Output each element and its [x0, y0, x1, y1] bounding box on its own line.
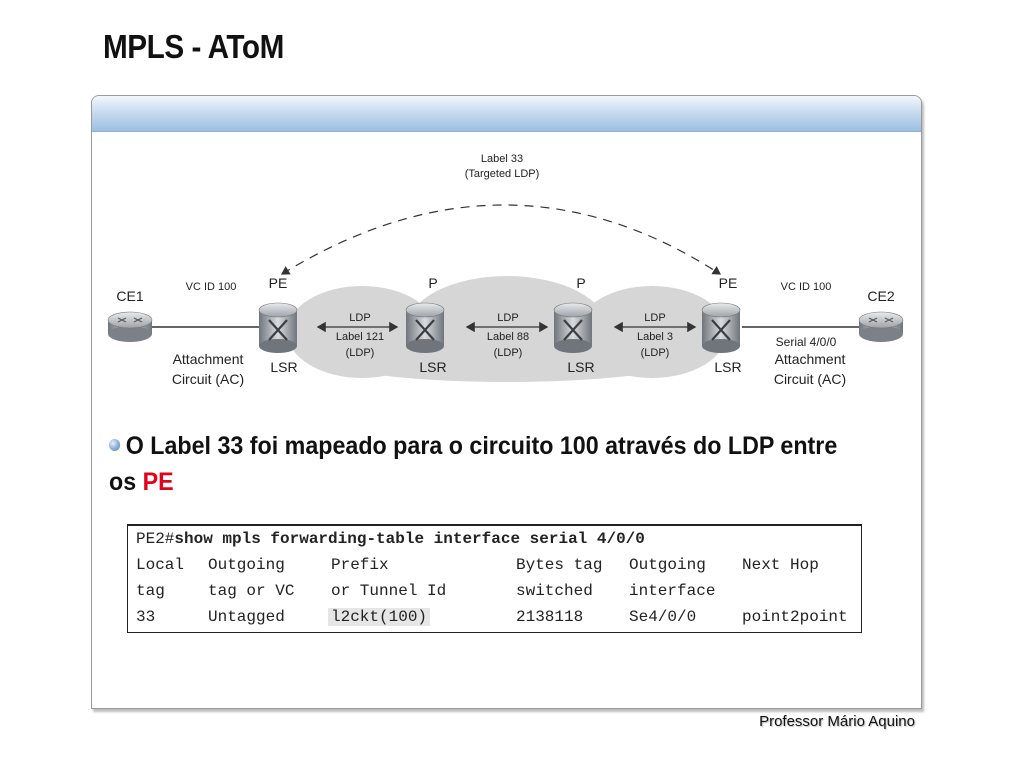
cli-cell-prefix-wrap: l2ckt(100): [328, 604, 431, 630]
attachment-left-line2: Circuit (AC): [172, 371, 244, 387]
link1-label-proto: (LDP): [346, 347, 375, 359]
pe-left-lsr-icon: [258, 302, 298, 353]
cli-header-row-2: tag tag or VC or Tunnel Id switched inte…: [136, 578, 856, 604]
cli-col-outgoing-interface: Outgoing: [629, 556, 706, 574]
attachment-right-line1: Attachment: [775, 351, 846, 367]
p-left-lsr-icon: [405, 302, 445, 353]
lsr-label-1: LSR: [270, 359, 297, 375]
cli-cell-next-hop: point2point: [742, 608, 848, 626]
cli-col-local: Local: [136, 556, 185, 574]
attachment-left-line1: Attachment: [173, 351, 244, 367]
cli-col-outgoing-interface-sub: interface: [629, 582, 716, 600]
cli-cell-interface: Se4/0/0: [629, 608, 697, 626]
cli-output-box: PE2#show mpls forwarding-table interface…: [127, 524, 862, 633]
bullet-text-highlight: PE: [142, 468, 174, 496]
link1-label-ldp: LDP: [349, 312, 370, 324]
content-frame: Label 33 (Targeted LDP) LDP Label 121 (L…: [91, 95, 922, 709]
cli-command: show mpls forwarding-table interface ser…: [174, 530, 645, 548]
lsr-label-2: LSR: [419, 359, 446, 375]
link2-label-proto: (LDP): [494, 347, 523, 359]
vc-id-left-label: VC ID 100: [186, 281, 237, 293]
serial-interface-label: Serial 4/0/0: [776, 335, 837, 349]
ce2-label: CE2: [867, 288, 894, 304]
top-label-line1: Label 33: [481, 153, 523, 165]
link3-label-proto: (LDP): [641, 347, 670, 359]
frame-header-bar: [92, 96, 921, 132]
link2-label-ldp: LDP: [497, 312, 518, 324]
link1-label-value: Label 121: [336, 331, 384, 343]
cli-cell-bytes: 2138118: [516, 608, 584, 626]
pe-left-label: PE: [269, 275, 288, 291]
attachment-right-line2: Circuit (AC): [774, 371, 846, 387]
cli-col-next-hop: Next Hop: [742, 556, 819, 574]
top-label-line2: (Targeted LDP): [465, 168, 540, 180]
ce1-label: CE1: [116, 288, 143, 304]
link3-label-value: Label 3: [637, 331, 673, 343]
cli-header-row-1: Local Outgoing Prefix Bytes tag Outgoing…: [136, 552, 856, 578]
cli-col-outgoing-tag-sub: tag or VC: [208, 582, 295, 600]
targeted-ldp-arc: [280, 204, 722, 275]
cli-col-bytes-tag-sub: switched: [516, 582, 593, 600]
mpls-cloud: [287, 276, 727, 382]
cli-col-prefix-sub: or Tunnel Id: [331, 582, 447, 600]
footer-author: Professor Mário Aquino: [759, 713, 915, 730]
bullet-icon: [109, 439, 121, 452]
bullet-text-main: O Label 33 foi mapeado para o circuito 1…: [109, 432, 838, 496]
pe-right-label: PE: [719, 275, 738, 291]
vc-id-right-label: VC ID 100: [781, 281, 832, 293]
cli-cell-local-tag: 33: [136, 608, 156, 626]
ce1-router-icon: [107, 311, 153, 342]
cli-col-local-sub: tag: [136, 582, 165, 600]
cli-col-bytes-tag: Bytes tag: [516, 556, 603, 574]
table-row: 33 Untagged l2ckt(100) 2138118 Se4/0/0 p…: [136, 604, 856, 630]
lsr-label-4: LSR: [714, 359, 741, 375]
p-right-lsr-icon: [553, 302, 593, 353]
p-left-label: P: [428, 275, 437, 291]
cli-col-outgoing-tag: Outgoing: [208, 556, 285, 574]
cli-col-prefix: Prefix: [331, 556, 389, 574]
ce2-router-icon: [858, 311, 904, 342]
pe-right-lsr-icon: [701, 302, 741, 353]
link3-label-ldp: LDP: [644, 312, 665, 324]
cli-command-line: PE2#show mpls forwarding-table interface…: [136, 526, 645, 552]
slide-title: MPLS - AToM: [103, 28, 284, 65]
lsr-label-3: LSR: [567, 359, 594, 375]
cli-cell-prefix: l2ckt(100): [328, 608, 431, 626]
cli-prompt: PE2#: [136, 530, 175, 548]
link2-label-value: Label 88: [487, 331, 529, 343]
mpls-atom-diagram: Label 33 (Targeted LDP) LDP Label 121 (L…: [107, 153, 904, 387]
bullet-paragraph: O Label 33 foi mapeado para o circuito 1…: [109, 428, 844, 500]
cli-cell-outgoing-tag: Untagged: [208, 608, 285, 626]
p-right-label: P: [576, 275, 585, 291]
